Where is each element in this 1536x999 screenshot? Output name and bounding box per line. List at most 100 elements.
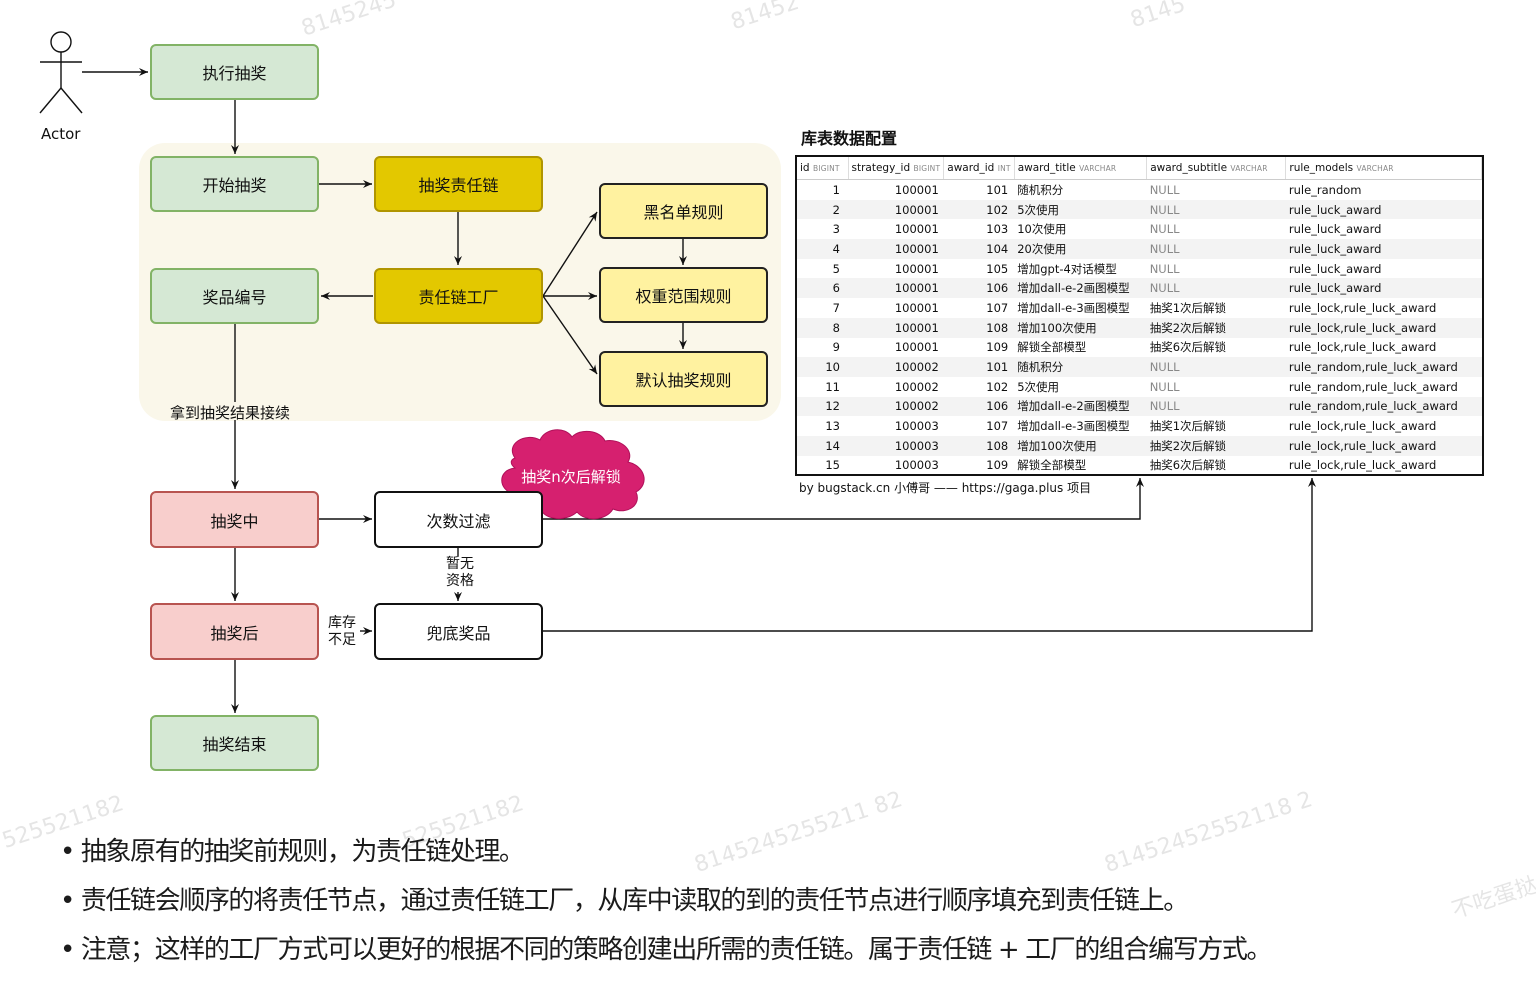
bullet-item: • 责任链会顺序的将责任节点，通过责任链工厂，从库中读取的到的责任节点进行顺序填… (60, 886, 1189, 916)
actor-leg-right (60, 87, 83, 114)
node-factory: 责任链工厂 (374, 268, 543, 324)
watermark: 8145245 (298, 0, 400, 42)
table-cell: 104 (943, 239, 1015, 259)
table-cell: 20次使用 (1014, 239, 1147, 259)
node-execute: 执行抽奖 (150, 44, 319, 100)
node-blacklist: 黑名单规则 (599, 183, 768, 239)
table-cell: 100001 (848, 337, 944, 358)
table-cell: rule_luck_award (1285, 199, 1482, 220)
table-cell: rule_random,rule_luck_award (1285, 357, 1482, 377)
edge-label-line: 资格 (446, 573, 474, 589)
table-cell: 100002 (848, 376, 944, 397)
table-cell: rule_luck_award (1285, 258, 1482, 279)
table-cell: NULL (1146, 357, 1286, 377)
table-cell: 102 (943, 199, 1015, 220)
table-cell: NULL (1146, 258, 1286, 279)
column-name: award_title (1017, 162, 1076, 174)
table-cell: 100001 (848, 199, 944, 220)
node-default-rule: 默认抽奖规则 (599, 351, 768, 407)
table-cell: NULL (1146, 179, 1286, 200)
node-weight: 权重范围规则 (599, 267, 768, 323)
column-name: award_subtitle (1150, 162, 1228, 174)
edge-label-stock-short: 库存 不足 (324, 615, 360, 649)
column-name: rule_models (1289, 162, 1354, 174)
table-cell: 增加dall-e-2画图模型 (1014, 278, 1147, 299)
edge-label-line: 不足 (328, 632, 356, 648)
table-cell: 2 (797, 199, 848, 220)
arrow-fallback-table (543, 478, 1316, 632)
table-cell: rule_luck_award (1285, 239, 1482, 259)
table-cell: 5次使用 (1014, 376, 1147, 397)
column-type: BIGINT (913, 164, 941, 173)
node-during: 抽奖中 (150, 491, 319, 548)
table-cell: 109 (943, 337, 1015, 358)
bullet-item: • 注意；这样的工厂方式可以更好的根据不同的策略创建出所需的责任链。属于责任链 … (60, 935, 1273, 965)
table-cell: 增加dall-e-3画图模型 (1014, 416, 1147, 436)
table-cell: 100001 (848, 219, 944, 240)
column-type: VARCHAR (1079, 164, 1117, 173)
table-cell: 3 (797, 219, 848, 240)
table-header-cell: rule_models VARCHAR (1285, 157, 1482, 180)
table-cell: 5次使用 (1014, 199, 1147, 220)
bullet-text: 抽象原有的抽奖前规则，为责任链处理。 (80, 837, 525, 867)
table-header-cell: award_title VARCHAR (1014, 157, 1148, 180)
table-cell: 增加100次使用 (1014, 435, 1147, 456)
table-cell: 增加dall-e-3画图模型 (1014, 298, 1147, 318)
table-cell: rule_lock,rule_luck_award (1285, 455, 1482, 474)
table-cell: 105 (943, 258, 1015, 279)
bullet-text: 注意；这样的工厂方式可以更好的根据不同的策略创建出所需的责任链。属于责任链 + … (80, 935, 1273, 965)
node-chain: 抽奖责任链 (374, 156, 543, 212)
table-cell: 100003 (848, 455, 944, 474)
table-cell: 106 (943, 396, 1015, 417)
table-cell: 抽奖2次后解锁 (1146, 435, 1286, 456)
table-cell: rule_lock,rule_luck_award (1285, 298, 1482, 318)
table-cell: NULL (1146, 376, 1286, 397)
table-header-cell: id BIGINT (797, 157, 849, 180)
node-count-filter: 次数过滤 (374, 491, 543, 548)
table-cell: NULL (1146, 219, 1286, 240)
cloud-label: 抽奖n次后解锁 (521, 468, 621, 486)
table-cell: 107 (943, 298, 1015, 318)
table-cell: 增加dall-e-2画图模型 (1014, 396, 1147, 417)
column-name: strategy_id (851, 162, 911, 174)
node-award-id: 奖品编号 (150, 268, 319, 324)
bullet-list: • 抽象原有的抽奖前规则，为责任链处理。 • 责任链会顺序的将责任节点，通过责任… (60, 828, 1273, 975)
table-cell: 109 (943, 455, 1015, 474)
table-cell: 解锁全部模型 (1014, 455, 1147, 474)
bullet-text: 责任链会顺序的将责任节点，通过责任链工厂，从库中读取的到的责任节点进行顺序填充到… (80, 886, 1189, 916)
edge-label-result-relay: 拿到抽奖结果接续 (170, 404, 291, 422)
table-cell: 101 (943, 179, 1015, 200)
table-cell: 107 (943, 416, 1015, 436)
edge-label-line: 暂无 (446, 556, 474, 572)
table-cell: 100001 (848, 179, 944, 200)
table-cell: 抽奖6次后解锁 (1146, 337, 1286, 358)
actor-label: Actor (41, 125, 81, 143)
table-cell: NULL (1146, 199, 1286, 220)
table-cell: 9 (797, 337, 848, 358)
table-cell: rule_random,rule_luck_award (1285, 396, 1482, 417)
table-cell: 5 (797, 258, 848, 279)
column-type: BIGINT (812, 164, 840, 173)
table-cell: 6 (797, 278, 848, 299)
table-cell: 100003 (848, 416, 944, 436)
table-cell: 4 (797, 239, 848, 259)
table-cell: 抽奖1次后解锁 (1146, 298, 1286, 318)
table-cell: 102 (943, 376, 1015, 397)
table-cell: 13 (797, 416, 848, 436)
table-cell: 增加gpt-4对话模型 (1014, 258, 1147, 279)
table-cell: 100001 (848, 258, 944, 279)
table-header-cell: award_subtitle VARCHAR (1146, 157, 1287, 180)
table-cell: 10 (797, 357, 848, 377)
table-cell: rule_lock,rule_luck_award (1285, 416, 1482, 436)
table-cell: 随机积分 (1014, 179, 1147, 200)
